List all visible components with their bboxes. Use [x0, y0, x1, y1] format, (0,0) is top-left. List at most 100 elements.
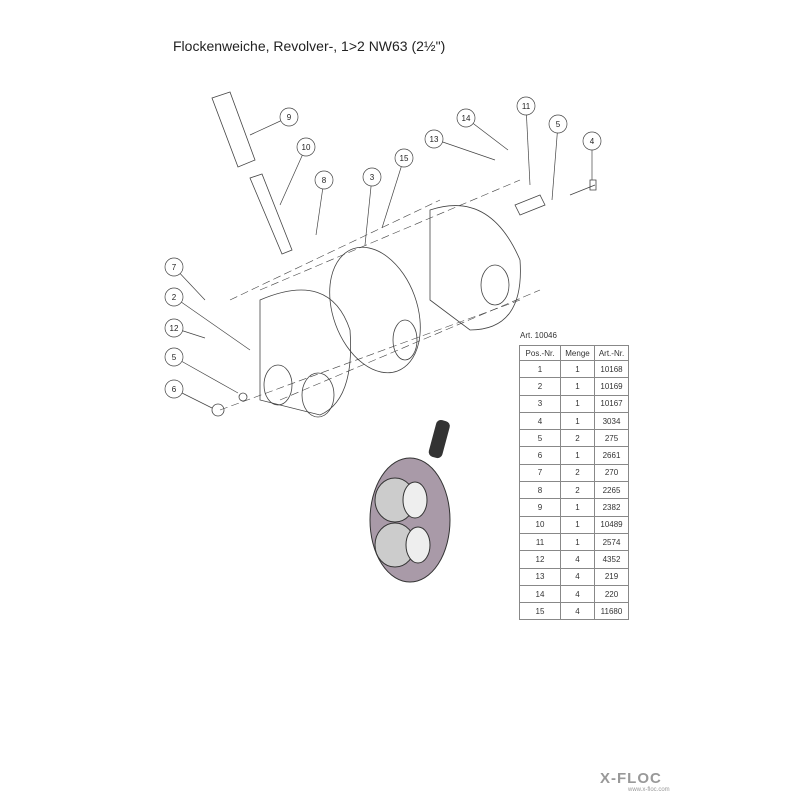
table-cell: 10489: [594, 515, 629, 534]
svg-text:4: 4: [590, 137, 595, 146]
svg-text:10: 10: [302, 143, 311, 152]
table-cell: 2382: [594, 498, 629, 517]
pipe-upper: [263, 364, 293, 406]
svg-text:8: 8: [322, 176, 327, 185]
table-cell: 1: [560, 359, 595, 379]
table-cell: 275: [594, 429, 629, 448]
table-cell: 10167: [594, 394, 629, 413]
callout-5-top: 5: [548, 114, 568, 201]
table-cell: 9: [519, 498, 561, 517]
page-title: Flockenweiche, Revolver-, 1>2 NW63 (2½"): [173, 38, 446, 54]
lever-arm: [249, 173, 293, 255]
table-cell: 270: [594, 463, 629, 483]
table-cell: 2574: [594, 532, 629, 552]
svg-text:5: 5: [172, 353, 177, 362]
svg-text:6: 6: [172, 385, 177, 394]
table-cell: 12: [519, 550, 561, 569]
x-floc-logo: X-FLOC www.x-floc.com: [600, 770, 670, 793]
svg-text:11: 11: [522, 102, 531, 111]
svg-text:15: 15: [400, 154, 409, 163]
logo-brand: X-FLOC: [600, 770, 662, 787]
table-cell: 11: [519, 532, 561, 552]
assembled-view: [369, 419, 451, 583]
table-cell: 2661: [594, 446, 629, 465]
table-cell: 8: [519, 481, 561, 500]
table-cell: 2: [519, 377, 561, 396]
table-cell: 13: [519, 567, 561, 586]
callout-10: 10: [279, 137, 316, 206]
table-cell: 7: [519, 463, 561, 483]
callout-14: 14: [456, 108, 509, 151]
table-cell: 11680: [594, 602, 629, 621]
table-cell: 4: [560, 602, 595, 621]
table-cell: 4: [519, 411, 561, 431]
callout-6: 6: [164, 379, 213, 409]
bolt-4: [569, 179, 597, 196]
header-art: Art.-Nr.: [594, 345, 629, 361]
svg-text:3: 3: [370, 173, 375, 182]
svg-text:12: 12: [170, 324, 179, 333]
header-menge: Menge: [560, 345, 595, 361]
handle-grip: [211, 91, 256, 168]
table-cell: 6: [519, 446, 561, 465]
table-cell: 219: [594, 567, 629, 586]
table-cell: 4: [560, 550, 595, 569]
housing-plate-2: [429, 205, 521, 331]
logo-url: www.x-floc.com: [628, 787, 670, 793]
table-cell: 5: [519, 429, 561, 448]
table-cell: 220: [594, 584, 629, 604]
svg-text:7: 7: [172, 263, 177, 272]
table-cell: 4352: [594, 550, 629, 569]
table-cell: 3: [519, 394, 561, 413]
svg-text:2: 2: [172, 293, 177, 302]
callout-2: 2: [164, 287, 251, 351]
table-cell: 1: [560, 377, 595, 396]
callout-4: 4: [582, 131, 602, 180]
callout-3: 3: [362, 167, 382, 246]
housing-plate-1: [259, 289, 351, 416]
table-cell: 14: [519, 584, 561, 604]
table-cell: 1: [519, 359, 561, 379]
table-cell: 1: [560, 411, 595, 431]
table-cell: 4: [560, 567, 595, 586]
table-cell: 2: [560, 481, 595, 500]
table-header-row: Pos.-Nr. Menge Art.-Nr.: [519, 345, 629, 361]
pipe-lower: [301, 372, 335, 418]
callout-13: 13: [424, 129, 496, 161]
table-cell: 1: [560, 532, 595, 552]
table-cell: 4: [560, 584, 595, 604]
rotor-disk: [329, 246, 421, 374]
header-pos: Pos.-Nr.: [519, 345, 561, 361]
table-cell: 1: [560, 446, 595, 465]
callout-5-left: 5: [164, 347, 239, 394]
table-cell: 2265: [594, 481, 629, 500]
callout-9: 9: [249, 107, 299, 136]
svg-text:14: 14: [462, 114, 471, 123]
table-cell: 2: [560, 463, 595, 483]
callout-12: 12: [164, 318, 206, 339]
callout-15: 15: [381, 148, 414, 229]
callout-7: 7: [164, 257, 206, 301]
article-number: Art. 10046: [520, 331, 557, 340]
callout-8: 8: [314, 170, 334, 236]
coupling-11: [514, 194, 546, 216]
table-cell: 1: [560, 498, 595, 517]
table-cell: 2: [560, 429, 595, 448]
table-cell: 3034: [594, 411, 629, 431]
svg-text:9: 9: [287, 113, 292, 122]
